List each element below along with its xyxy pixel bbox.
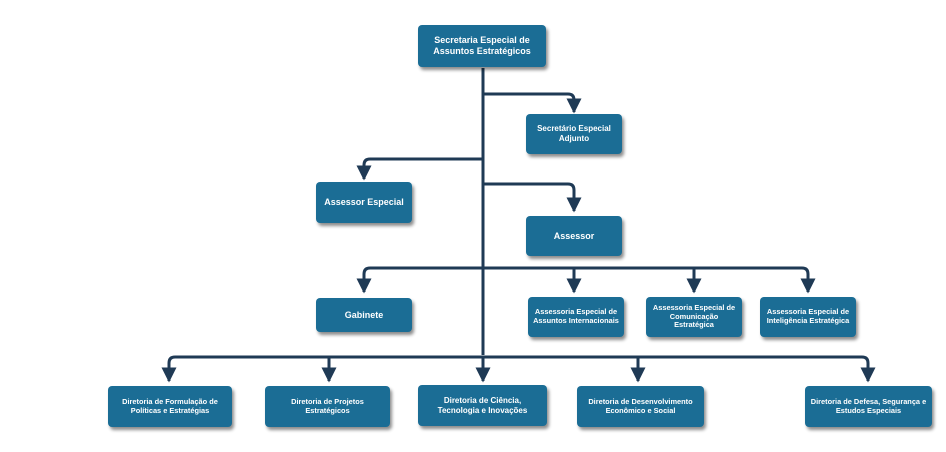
node-label: Assessoria Especial de Inteligência Estr…	[766, 307, 850, 325]
node-label: Secretaria Especial de Assuntos Estratég…	[433, 35, 531, 56]
connector-assessoria-3	[800, 266, 816, 294]
node-secretario-adjunto: Secretário Especial Adjunto	[526, 114, 622, 154]
node-label: Assessor Especial	[324, 197, 404, 208]
node-assessor: Assessor	[526, 216, 622, 256]
connector-assessor	[483, 182, 582, 213]
node-secretaria-especial: Secretaria Especial de Assuntos Estratég…	[418, 25, 546, 67]
node-label: Diretoria de Defesa, Segurança e Estudos…	[810, 396, 927, 415]
node-assessoria-internacionais: Assessoria Especial de Assuntos Internac…	[528, 297, 624, 337]
node-diretoria-projetos: Diretoria de Projetos Estratégicos	[265, 386, 390, 427]
node-assessoria-inteligencia: Assessoria Especial de Inteligência Estr…	[760, 297, 856, 337]
connector-secretario-adjunto	[483, 92, 582, 114]
node-gabinete: Gabinete	[316, 298, 412, 332]
node-label: Diretoria de Ciência, Tecnologia e Inova…	[437, 395, 528, 415]
connector-assessor-especial	[356, 157, 483, 181]
node-label: Assessoria Especial de Comunicação Estra…	[652, 302, 736, 330]
node-label: Assessoria Especial de Assuntos Internac…	[533, 307, 619, 325]
connector-gabinete	[356, 266, 372, 294]
connector-diretoria-1	[161, 355, 177, 383]
node-label: Diretoria de Projetos Estratégicos	[291, 396, 364, 415]
node-label: Secretário Especial Adjunto	[537, 124, 611, 143]
node-label: Diretoria de Desenvolvimento Econômico e…	[588, 396, 693, 415]
node-diretoria-formulacao: Diretoria de Formulação de Políticas e E…	[108, 386, 232, 427]
node-diretoria-ciencia: Diretoria de Ciência, Tecnologia e Inova…	[418, 385, 547, 426]
node-label: Assessor	[553, 230, 595, 241]
node-diretoria-defesa: Diretoria de Defesa, Segurança e Estudos…	[805, 386, 932, 427]
node-diretoria-desenvolvimento: Diretoria de Desenvolvimento Econômico e…	[577, 386, 704, 427]
node-label: Gabinete	[344, 309, 384, 320]
node-assessoria-comunicacao: Assessoria Especial de Comunicação Estra…	[646, 297, 742, 337]
node-assessor-especial: Assessor Especial	[316, 182, 412, 223]
connector-diretoria-5	[860, 355, 876, 383]
node-label: Diretoria de Formulação de Políticas e E…	[122, 396, 218, 415]
